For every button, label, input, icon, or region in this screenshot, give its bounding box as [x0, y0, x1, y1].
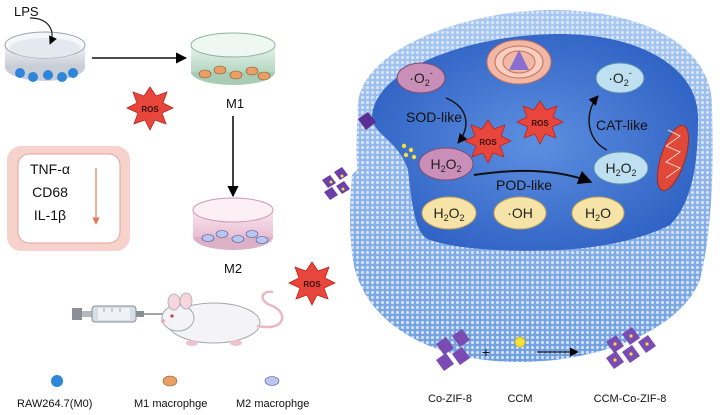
- m1-label: M1: [226, 96, 244, 111]
- legend-m0-label: RAW264.7(M0): [17, 398, 92, 410]
- zif-crystal-icon: [358, 112, 376, 130]
- m2-label: M2: [224, 261, 242, 276]
- m0-cell: [68, 68, 78, 78]
- h2o2-left-bubble: H2O2: [418, 147, 474, 181]
- co-zif-8-label: Co-ZIF-8: [428, 393, 472, 405]
- svg-text:·O2-: ·O2-: [608, 68, 632, 88]
- o2-right-bubble: ·O2-: [595, 62, 645, 94]
- mouse-icon: [161, 290, 284, 346]
- legend-m1-icon: [162, 375, 178, 387]
- svg-text:H2O2: H2O2: [433, 205, 464, 223]
- cat-arrow: [588, 95, 608, 151]
- ros-label: ROS: [531, 119, 549, 128]
- plus-sign: +: [482, 344, 490, 360]
- ccm-label: CCM: [507, 393, 532, 405]
- sod-label: SOD-like: [406, 109, 462, 125]
- organelle-icon: [486, 39, 552, 85]
- h2o2-right-bubble: H2O2: [593, 151, 649, 185]
- marker-cd68: CD68: [32, 184, 68, 200]
- svg-text:·OH: ·OH: [507, 205, 533, 221]
- ros-star-2: ROS: [288, 261, 336, 306]
- co-zif-8-icon: [436, 329, 470, 371]
- m0-cell: [43, 70, 53, 80]
- pod-arrow: [473, 169, 593, 184]
- svg-text:H2O2: H2O2: [430, 156, 461, 174]
- svg-text:H2O2: H2O2: [605, 160, 636, 178]
- cat-label: CAT-like: [596, 117, 648, 133]
- ccm-co-zif-8-label: CCM-Co-ZIF-8: [594, 393, 667, 405]
- ccm-co-zif-8-icon: [606, 327, 656, 369]
- ros-star-1: ROS: [126, 86, 174, 131]
- marker-tnf: TNF-α: [30, 161, 70, 177]
- h2o-bubble: H2O: [571, 196, 625, 230]
- svg-text:H2O: H2O: [585, 205, 611, 223]
- legend-m2-label: M2 macrophge: [236, 398, 309, 410]
- m1-dish: [190, 32, 276, 85]
- lps-arrow: [29, 17, 57, 45]
- marker-box: TNF-α CD68 IL-1β: [7, 146, 130, 251]
- ros-label: ROS: [303, 280, 321, 289]
- mitochondrion-icon: [656, 124, 690, 192]
- sod-arrow: [445, 97, 468, 144]
- m2-cells: [201, 230, 269, 244]
- cell: [350, 9, 713, 363]
- ccm-co-zif-cluster-icon: [322, 167, 350, 200]
- o2-left-bubble: ·O2-: [396, 62, 446, 94]
- h2o2-bottom-bubble: H2O2: [421, 196, 477, 230]
- m0-cell: [57, 72, 67, 82]
- svg-text:·O2-: ·O2-: [409, 68, 433, 88]
- ros-label: ROS: [479, 138, 497, 147]
- m0-cell: [15, 68, 25, 78]
- lps-dish: [4, 31, 86, 82]
- m0-cell: [28, 72, 38, 82]
- marker-il1b: IL-1β: [34, 207, 66, 223]
- legend-m0-icon: [51, 375, 63, 387]
- ros-star-3: ROS: [464, 119, 512, 164]
- ccm-icon: [514, 336, 526, 348]
- legend-m1-label: M1 macrophge: [134, 398, 207, 410]
- syringe-icon: [72, 305, 168, 323]
- m1-cells: [198, 65, 271, 81]
- oh-bubble: ·OH: [493, 196, 547, 230]
- ccm-dots: [401, 143, 417, 160]
- legend-m2-icon: [264, 376, 280, 386]
- legend: RAW264.7(M0) M1 macrophge M2 macrophge: [17, 375, 309, 410]
- ros-star-4: ROS: [516, 100, 564, 145]
- pod-label: POD-like: [496, 177, 552, 193]
- lps-label: LPS: [14, 4, 39, 19]
- ros-label: ROS: [141, 105, 159, 114]
- m2-dish: [192, 197, 274, 250]
